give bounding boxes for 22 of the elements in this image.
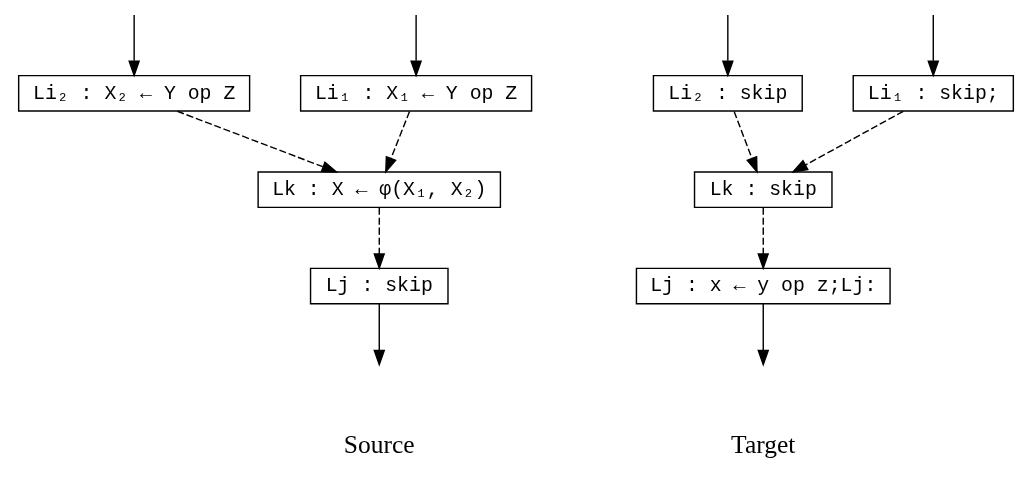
arrow bbox=[128, 14, 141, 78]
arrow bbox=[373, 207, 386, 271]
node-box: Lk : skip bbox=[693, 171, 833, 209]
node-box: Lj : x ← y op z;Lj: bbox=[635, 267, 891, 305]
label: Target bbox=[731, 429, 796, 459]
arrow bbox=[721, 14, 734, 78]
arrow bbox=[927, 14, 940, 78]
arrow bbox=[176, 110, 339, 173]
arrow bbox=[373, 303, 386, 367]
arrow bbox=[791, 110, 904, 173]
arrow bbox=[757, 303, 770, 367]
node-box: Li₁ : skip; bbox=[852, 74, 1015, 112]
arrow bbox=[410, 14, 423, 78]
node-box: Li₁ : X₁ ← Y op Z bbox=[299, 74, 533, 112]
arrow bbox=[385, 110, 411, 174]
arrow bbox=[733, 110, 758, 174]
node-box: Lj : skip bbox=[309, 267, 449, 305]
node-box: Li₂ : X₂ ← Y op Z bbox=[17, 74, 251, 112]
label: Source bbox=[343, 429, 415, 459]
node-box: Li₂ : skip bbox=[652, 74, 803, 112]
node-box: Lk : X ← φ(X₁, X₂) bbox=[257, 171, 502, 209]
arrow bbox=[757, 207, 770, 271]
